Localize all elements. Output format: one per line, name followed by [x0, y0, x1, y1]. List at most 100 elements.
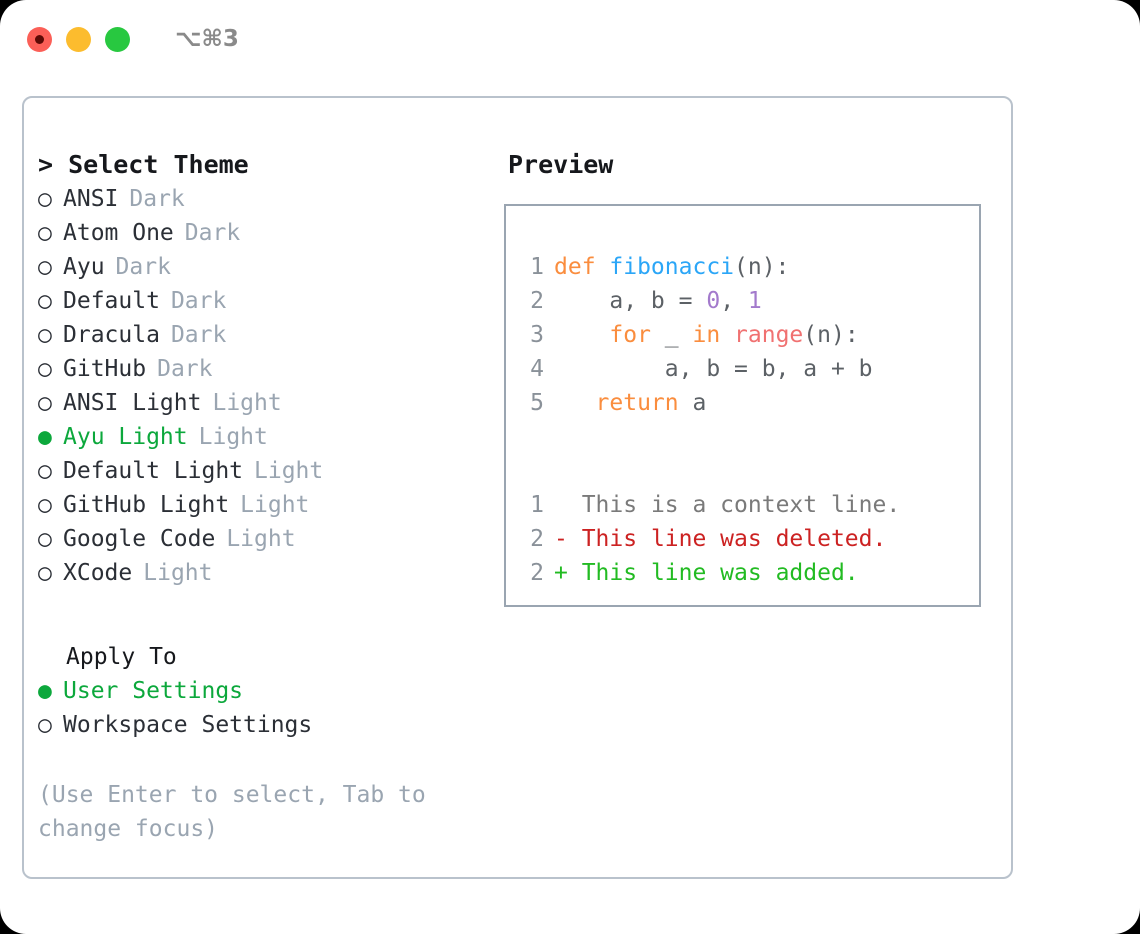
- theme-list-item[interactable]: ○ Default Dark: [38, 284, 504, 318]
- theme-name: Atom One: [63, 220, 174, 246]
- theme-variant-badge: Dark: [184, 220, 241, 246]
- code-line: 5 return a: [506, 386, 979, 420]
- apply-to-header: Apply To: [66, 644, 177, 670]
- code-token-keyword: return: [595, 390, 679, 416]
- radio-unselected-icon: ○: [38, 458, 52, 484]
- theme-name: Ayu Light: [63, 424, 188, 450]
- radio-unselected-icon: ○: [38, 288, 52, 314]
- line-number: 5: [530, 390, 544, 416]
- diff-line-deleted: 2 - This line was deleted.: [506, 522, 979, 556]
- theme-name: ANSI: [63, 186, 119, 212]
- code-content: return a: [554, 386, 707, 420]
- theme-list: ○ ANSI Dark ○ Atom One Dark ○ Ayu Dark: [38, 182, 504, 590]
- traffic-light-buttons: [27, 26, 130, 52]
- theme-variant-badge: Dark: [129, 186, 185, 212]
- line-number: 2: [530, 560, 544, 586]
- theme-variant-badge: Dark: [115, 254, 171, 280]
- code-token-plain: a, b =: [554, 288, 707, 314]
- apply-to-label: User Settings: [63, 678, 244, 704]
- code-line: 2 a, b = 0, 1: [506, 284, 979, 318]
- radio-unselected-icon: ○: [38, 356, 52, 382]
- code-token-plain: [554, 322, 609, 348]
- radio-unselected-icon: ○: [38, 712, 52, 738]
- theme-variant-badge: Dark: [170, 322, 227, 348]
- theme-name: GitHub Light: [63, 492, 230, 518]
- window-titlebar: ⌥⌘3: [0, 0, 1140, 78]
- code-token-number: 1: [747, 288, 762, 314]
- radio-selected-icon: ●: [38, 678, 52, 704]
- radio-unselected-icon: ○: [38, 254, 52, 280]
- code-token-keyword: def: [554, 254, 610, 280]
- theme-variant-badge: Light: [143, 560, 213, 586]
- theme-list-item[interactable]: ○ ANSI Light Light: [38, 386, 504, 420]
- code-token-number: 0: [706, 288, 721, 314]
- theme-name: XCode: [63, 560, 133, 586]
- code-content: a, b = 0, 1: [554, 284, 762, 318]
- theme-list-item[interactable]: ○ Dracula Dark: [38, 318, 504, 352]
- theme-variant-badge: Light: [240, 492, 310, 518]
- code-token-plain: a, b = b, a + b: [554, 356, 873, 382]
- apply-to-item-workspace-settings[interactable]: ○ Workspace Settings: [38, 708, 504, 742]
- theme-list-item[interactable]: ○ Atom One Dark: [38, 216, 504, 250]
- code-diff-separator: [506, 420, 979, 454]
- theme-list-item[interactable]: ○ Google Code Light: [38, 522, 504, 556]
- theme-list-item[interactable]: ○ ANSI Dark: [38, 182, 504, 216]
- close-button-icon[interactable]: [27, 26, 52, 52]
- theme-list-item[interactable]: ○ XCode Light: [38, 556, 504, 590]
- radio-unselected-icon: ○: [38, 322, 52, 348]
- theme-list-item[interactable]: ○ Default Light Light: [38, 454, 504, 488]
- apply-to-label: Workspace Settings: [63, 712, 313, 738]
- apply-to-list: ● User Settings ○ Workspace Settings: [38, 674, 504, 742]
- theme-variant-badge: Dark: [157, 356, 213, 382]
- diff-sign: +: [554, 560, 582, 586]
- theme-list-item[interactable]: ○ GitHub Dark: [38, 352, 504, 386]
- code-token-plain: (n):: [803, 322, 859, 348]
- code-content: def fibonacci(n):: [554, 250, 789, 284]
- radio-unselected-icon: ○: [38, 186, 52, 212]
- diff-text: This line was added.: [581, 560, 859, 586]
- code-line: 4 a, b = b, a + b: [506, 352, 979, 386]
- code-token-plain: (n):: [734, 254, 790, 280]
- diff-text: This is a context line.: [581, 492, 901, 518]
- theme-variant-badge: Dark: [170, 288, 227, 314]
- code-token-plain: _: [650, 322, 693, 348]
- keyboard-shortcut-label: ⌥⌘3: [175, 26, 239, 52]
- code-content: for _ in range(n):: [554, 318, 859, 352]
- radio-unselected-icon: ○: [38, 560, 52, 586]
- code-token-plain: ,: [720, 288, 748, 314]
- theme-name: ANSI Light: [63, 390, 202, 416]
- code-sample: 1 def fibonacci(n): 2 a, b = 0, 1 3 for …: [506, 250, 979, 420]
- radio-unselected-icon: ○: [38, 220, 52, 246]
- close-button-inner-dot: [35, 34, 44, 44]
- preview-box: 1 def fibonacci(n): 2 a, b = 0, 1 3 for …: [504, 204, 981, 607]
- diff-sample: 1 This is a context line. 2 - This line …: [506, 488, 979, 590]
- code-token-call: range: [734, 322, 804, 348]
- code-content: a, b = b, a + b: [554, 352, 873, 386]
- hint-spacer: [38, 742, 504, 778]
- radio-unselected-icon: ○: [38, 492, 52, 518]
- line-number: 4: [530, 356, 544, 382]
- preview-title: Preview: [508, 150, 614, 179]
- theme-variant-badge: Light: [198, 424, 268, 450]
- theme-list-item[interactable]: ○ GitHub Light Light: [38, 488, 504, 522]
- diff-text: This line was deleted.: [581, 526, 887, 552]
- line-number: 2: [530, 526, 544, 552]
- theme-list-item-selected[interactable]: ● Ayu Light Light: [38, 420, 504, 454]
- maximize-button-icon[interactable]: [105, 26, 130, 52]
- apply-to-item-user-settings[interactable]: ● User Settings: [38, 674, 504, 708]
- diff-line-context: 1 This is a context line.: [506, 488, 979, 522]
- code-diff-separator: [506, 454, 979, 488]
- line-number: 1: [530, 492, 544, 518]
- code-token-function: fibonacci: [609, 254, 735, 280]
- theme-selection-column: > Select Theme ○ ANSI Dark ○ Atom One Da…: [24, 98, 504, 877]
- diff-sign: [554, 488, 582, 522]
- theme-list-item[interactable]: ○ Ayu Dark: [38, 250, 504, 284]
- code-line: 3 for _ in range(n):: [506, 318, 979, 352]
- radio-unselected-icon: ○: [38, 390, 52, 416]
- theme-name: Default Light: [63, 458, 244, 484]
- code-line: 1 def fibonacci(n):: [506, 250, 979, 284]
- list-spacer: [38, 590, 504, 640]
- minimize-button-icon[interactable]: [66, 26, 91, 52]
- theme-variant-badge: Light: [254, 458, 324, 484]
